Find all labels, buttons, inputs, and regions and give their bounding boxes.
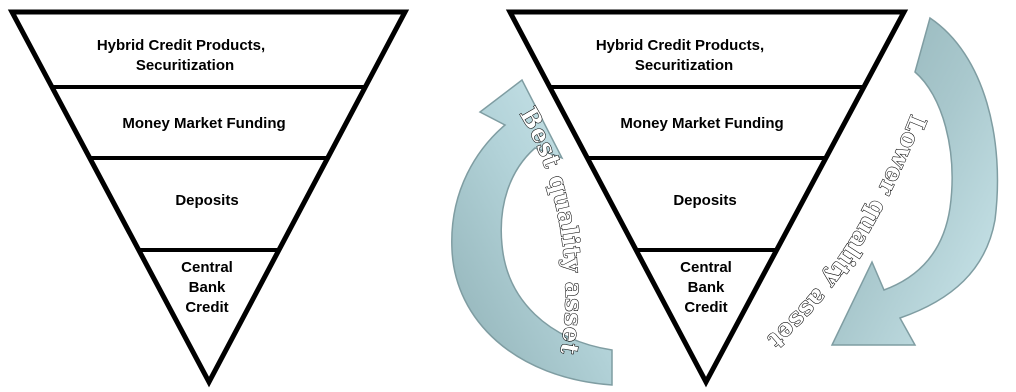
right-tier-hybrid-line1: Hybrid Credit Products, bbox=[596, 37, 764, 54]
left-tier-central-bank: Central Bank Credit bbox=[181, 259, 233, 316]
best-quality-arrow-shape bbox=[451, 78, 613, 386]
right-tier-central-bank: Central Bank Credit bbox=[680, 259, 732, 316]
left-funnel: Hybrid Credit Products, Securitization M… bbox=[7, 9, 410, 388]
right-funnel-outline bbox=[505, 9, 909, 388]
right-tier-deposits: Deposits bbox=[673, 192, 736, 209]
right-tier-central-line2: Bank bbox=[688, 279, 725, 296]
left-tier-central-line3: Credit bbox=[185, 299, 228, 316]
left-tier-central-line2: Bank bbox=[189, 279, 226, 296]
left-tier-central-line1: Central bbox=[181, 259, 233, 276]
lower-quality-arrow-shape bbox=[830, 16, 999, 346]
left-tier-hybrid-line1: Hybrid Credit Products, bbox=[97, 37, 265, 54]
right-tier-central-line1: Central bbox=[680, 259, 732, 276]
right-tier-hybrid-line2: Securitization bbox=[635, 57, 733, 74]
left-tier-hybrid-line2: Securitization bbox=[136, 57, 234, 74]
right-funnel: Hybrid Credit Products, Securitization M… bbox=[505, 9, 909, 388]
left-tier-money-market: Money Market Funding bbox=[122, 115, 285, 132]
right-tier-central-line3: Credit bbox=[684, 299, 727, 316]
left-funnel-outline bbox=[7, 9, 410, 388]
left-tier-hybrid-credit: Hybrid Credit Products, Securitization bbox=[97, 37, 265, 74]
left-tier-deposits: Deposits bbox=[175, 192, 238, 209]
right-tier-money-market: Money Market Funding bbox=[620, 115, 783, 132]
right-tier-hybrid-credit: Hybrid Credit Products, Securitization bbox=[596, 37, 764, 74]
